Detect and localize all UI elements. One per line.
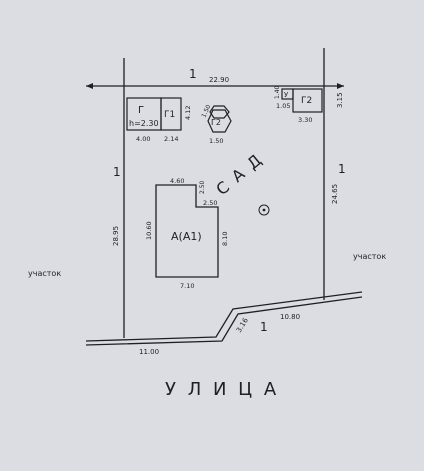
bottom-jog-label: 3.16	[235, 316, 250, 334]
garden-label: С А Д	[212, 149, 266, 199]
house-left-height-label: 10.60	[145, 221, 153, 240]
g1-label: Г1	[164, 110, 175, 120]
g2-hex-outer	[207, 109, 232, 133]
g2-hex-width-label: 1.50	[209, 137, 223, 145]
left-arrow-icon	[86, 83, 93, 89]
right-length-label: 24.65	[331, 184, 339, 204]
g1-depth-label: 4.12	[184, 106, 192, 120]
g2-hex-outline	[209, 105, 230, 119]
toilet-building: У 1.05 1.40	[274, 85, 294, 110]
top-length-label: 22.90	[209, 76, 229, 84]
neighbor-right-label: участок	[353, 252, 386, 261]
g2-right-label: Г2	[301, 96, 312, 106]
tree-circle	[258, 204, 270, 216]
g2-right-width-label: 3.30	[298, 116, 312, 124]
house-building: А(А1) 4.60 2.50 2.50 10.60 8.10 7.10	[145, 177, 229, 290]
tree-center	[262, 208, 266, 212]
plot-marker-right: 1	[338, 162, 346, 176]
street-label: У Л И Ц А	[165, 379, 279, 400]
plot-marker-left: 1	[113, 165, 121, 179]
toilet-width-label: 1.05	[276, 102, 290, 110]
tree-icon	[258, 204, 270, 216]
left-length-label: 28.95	[112, 226, 120, 246]
g1-outline	[160, 97, 182, 131]
house-notch-depth-label: 2.50	[199, 180, 206, 194]
house-top-width-label: 4.60	[170, 177, 184, 185]
house-outline	[155, 184, 219, 278]
right-arrow-icon	[337, 83, 344, 89]
bottom-boundary-line	[85, 291, 363, 342]
garage-building: Г h=2.30 4.00	[126, 97, 162, 143]
bottom-right-length-label: 10.80	[280, 313, 300, 321]
g2-right-outline	[292, 88, 323, 113]
house-notch-width-label: 2.50	[203, 199, 217, 207]
plot-marker-top: 1	[189, 67, 197, 81]
bottom-left-length-label: 11.00	[139, 348, 159, 356]
garage-height-note: h=2.30	[129, 119, 159, 128]
house-right-height-label: 8.10	[221, 232, 229, 246]
house-bottom-width-label: 7.10	[180, 282, 194, 290]
plot-marker-bottom: 1	[260, 320, 268, 334]
g2-hex-building: Г2 1.50 1.50	[200, 104, 232, 145]
bottom-boundary-inner-line	[85, 296, 363, 346]
garage-width-label: 4.00	[136, 135, 150, 143]
g2-right-building: Г2 3.30	[292, 88, 323, 124]
g2-hex-label: Г2	[211, 118, 221, 127]
plot-boundary	[85, 48, 363, 346]
g1-building: Г1 2.14 4.12	[160, 97, 192, 143]
neighbor-left-label: участок	[28, 269, 61, 278]
right-top-offset-label: 3.15	[336, 92, 344, 108]
garage-label: Г	[138, 105, 144, 116]
toilet-depth-label: 1.40	[274, 85, 281, 99]
toilet-label: У	[284, 91, 289, 99]
house-label: А(А1)	[171, 230, 202, 243]
g1-width-label: 2.14	[164, 135, 178, 143]
